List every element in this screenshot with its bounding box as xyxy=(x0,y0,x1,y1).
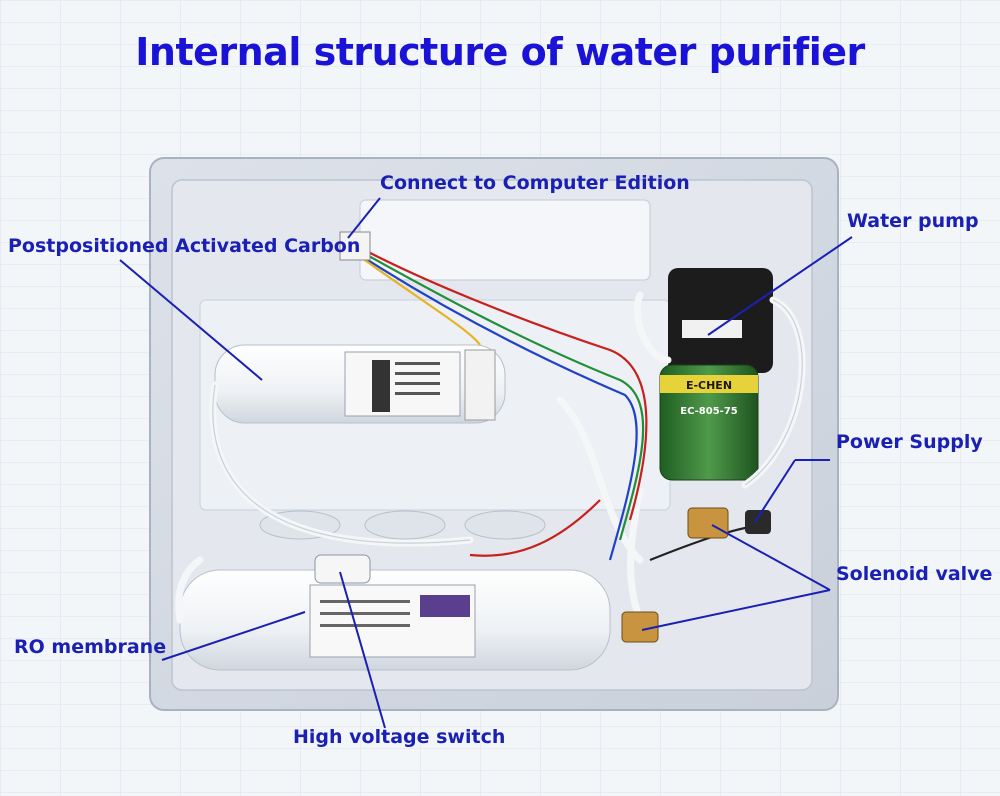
activated-carbon-filter xyxy=(214,344,506,424)
diagram-title: Internal structure of water purifier xyxy=(135,30,865,74)
label-solenoid-valve: Solenoid valve xyxy=(836,563,993,585)
pump-model-text: EC-805-75 xyxy=(680,406,738,417)
water-pump: E-CHEN EC-805-75 xyxy=(659,268,773,481)
pointer-solenoid-b xyxy=(641,589,831,631)
power-supply-jack xyxy=(745,510,771,534)
pointer-hv xyxy=(339,571,386,729)
computer-connector xyxy=(339,231,371,261)
pointer-lines xyxy=(119,197,853,729)
label-high-voltage-switch: High voltage switch xyxy=(293,726,506,748)
pointer-power-2 xyxy=(754,459,796,523)
pump-brand-text: E-CHEN xyxy=(686,379,732,392)
solenoid-valves xyxy=(621,507,729,643)
label-ro-membrane: RO membrane xyxy=(14,636,167,658)
label-connect-computer: Connect to Computer Edition xyxy=(380,172,690,194)
pointer-solenoid-a xyxy=(711,524,831,591)
pointer-connect xyxy=(347,197,381,239)
pointer-ro xyxy=(161,611,306,661)
ro-membrane-filter xyxy=(179,569,611,671)
label-water-pump: Water pump xyxy=(847,210,979,232)
pointer-pump xyxy=(707,236,853,336)
label-power-supply: Power Supply xyxy=(836,431,983,453)
label-postpositioned-carbon: Postpositioned Activated Carbon xyxy=(8,235,361,257)
wiring xyxy=(354,244,761,562)
pointer-carbon xyxy=(119,259,263,381)
